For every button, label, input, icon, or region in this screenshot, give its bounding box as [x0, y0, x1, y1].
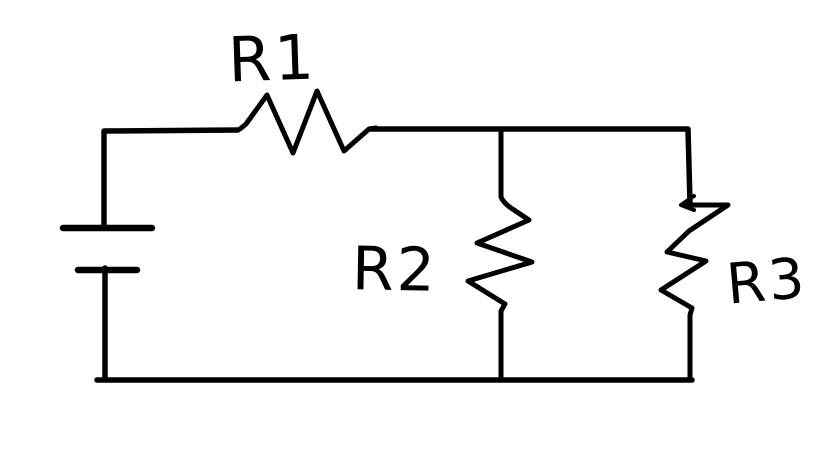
wire-top-left-corner	[101, 127, 241, 230]
circuit-wires	[94, 126, 695, 383]
resistor-r3-zigzag-icon	[658, 202, 731, 382]
label-r1: R1	[227, 20, 318, 96]
resistor-r1-zigzag-icon	[237, 88, 379, 156]
label-r2: R2	[351, 234, 438, 305]
battery-symbol	[59, 224, 156, 274]
wire-top-right-and-r3-drop	[368, 126, 693, 206]
label-r3: R3	[724, 246, 810, 318]
resistor-r2-zigzag-icon	[465, 129, 535, 382]
arrowhead-icon	[679, 194, 696, 212]
